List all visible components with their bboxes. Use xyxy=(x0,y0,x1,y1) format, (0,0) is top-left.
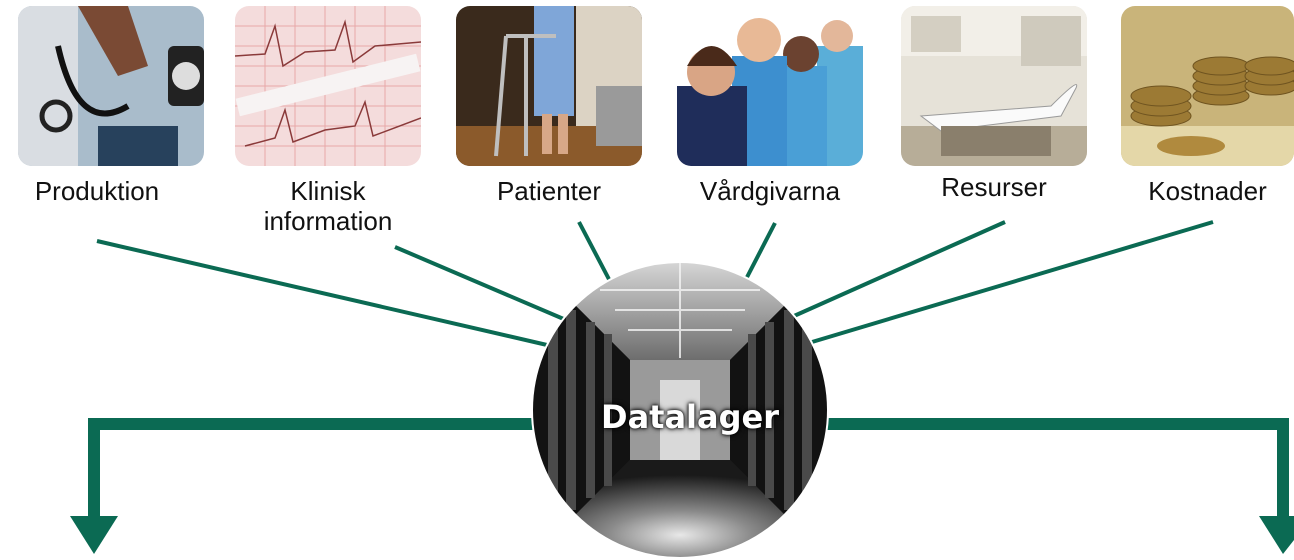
blood-pressure-photo-icon xyxy=(18,6,204,166)
label-vardgivarna: Vårdgivarna xyxy=(699,176,841,206)
label-resurser: Resurser xyxy=(941,172,1047,202)
connector-resurser xyxy=(784,220,1006,322)
hub-label-datalager: Datalager xyxy=(601,398,779,436)
label-klinisk-information: Klinisk information xyxy=(263,176,393,236)
connector-patienter xyxy=(577,221,614,286)
connector-vardgivarna xyxy=(742,222,777,284)
right-arrow-head-icon xyxy=(1259,516,1294,554)
care-staff-photo-icon xyxy=(677,6,863,166)
label-produktion: Produktion xyxy=(34,176,160,206)
connector-produktion xyxy=(96,239,561,350)
resurser-thumbnail xyxy=(901,6,1087,166)
klinisk-information-thumbnail xyxy=(235,6,421,166)
connector-kostnader xyxy=(801,220,1214,347)
patienter-thumbnail xyxy=(456,6,642,166)
left-output-line xyxy=(88,418,540,522)
coins-photo-icon xyxy=(1121,6,1294,166)
produktion-thumbnail xyxy=(18,6,204,166)
output-connectors xyxy=(88,418,1289,522)
connector-klinisk-information xyxy=(394,245,567,322)
patient-walker-photo-icon xyxy=(456,6,642,166)
kostnader-thumbnail xyxy=(1121,6,1294,166)
label-patienter: Patienter xyxy=(496,176,602,206)
label-kostnader: Kostnader xyxy=(1148,176,1267,206)
ecg-strip-photo-icon xyxy=(235,6,421,166)
left-arrow-head-icon xyxy=(70,516,118,554)
right-output-line xyxy=(820,418,1289,522)
exam-room-photo-icon xyxy=(901,6,1087,166)
hub-server-room-photo-icon xyxy=(532,262,828,558)
source-connectors xyxy=(96,220,1214,350)
vardgivarna-thumbnail xyxy=(677,6,863,166)
